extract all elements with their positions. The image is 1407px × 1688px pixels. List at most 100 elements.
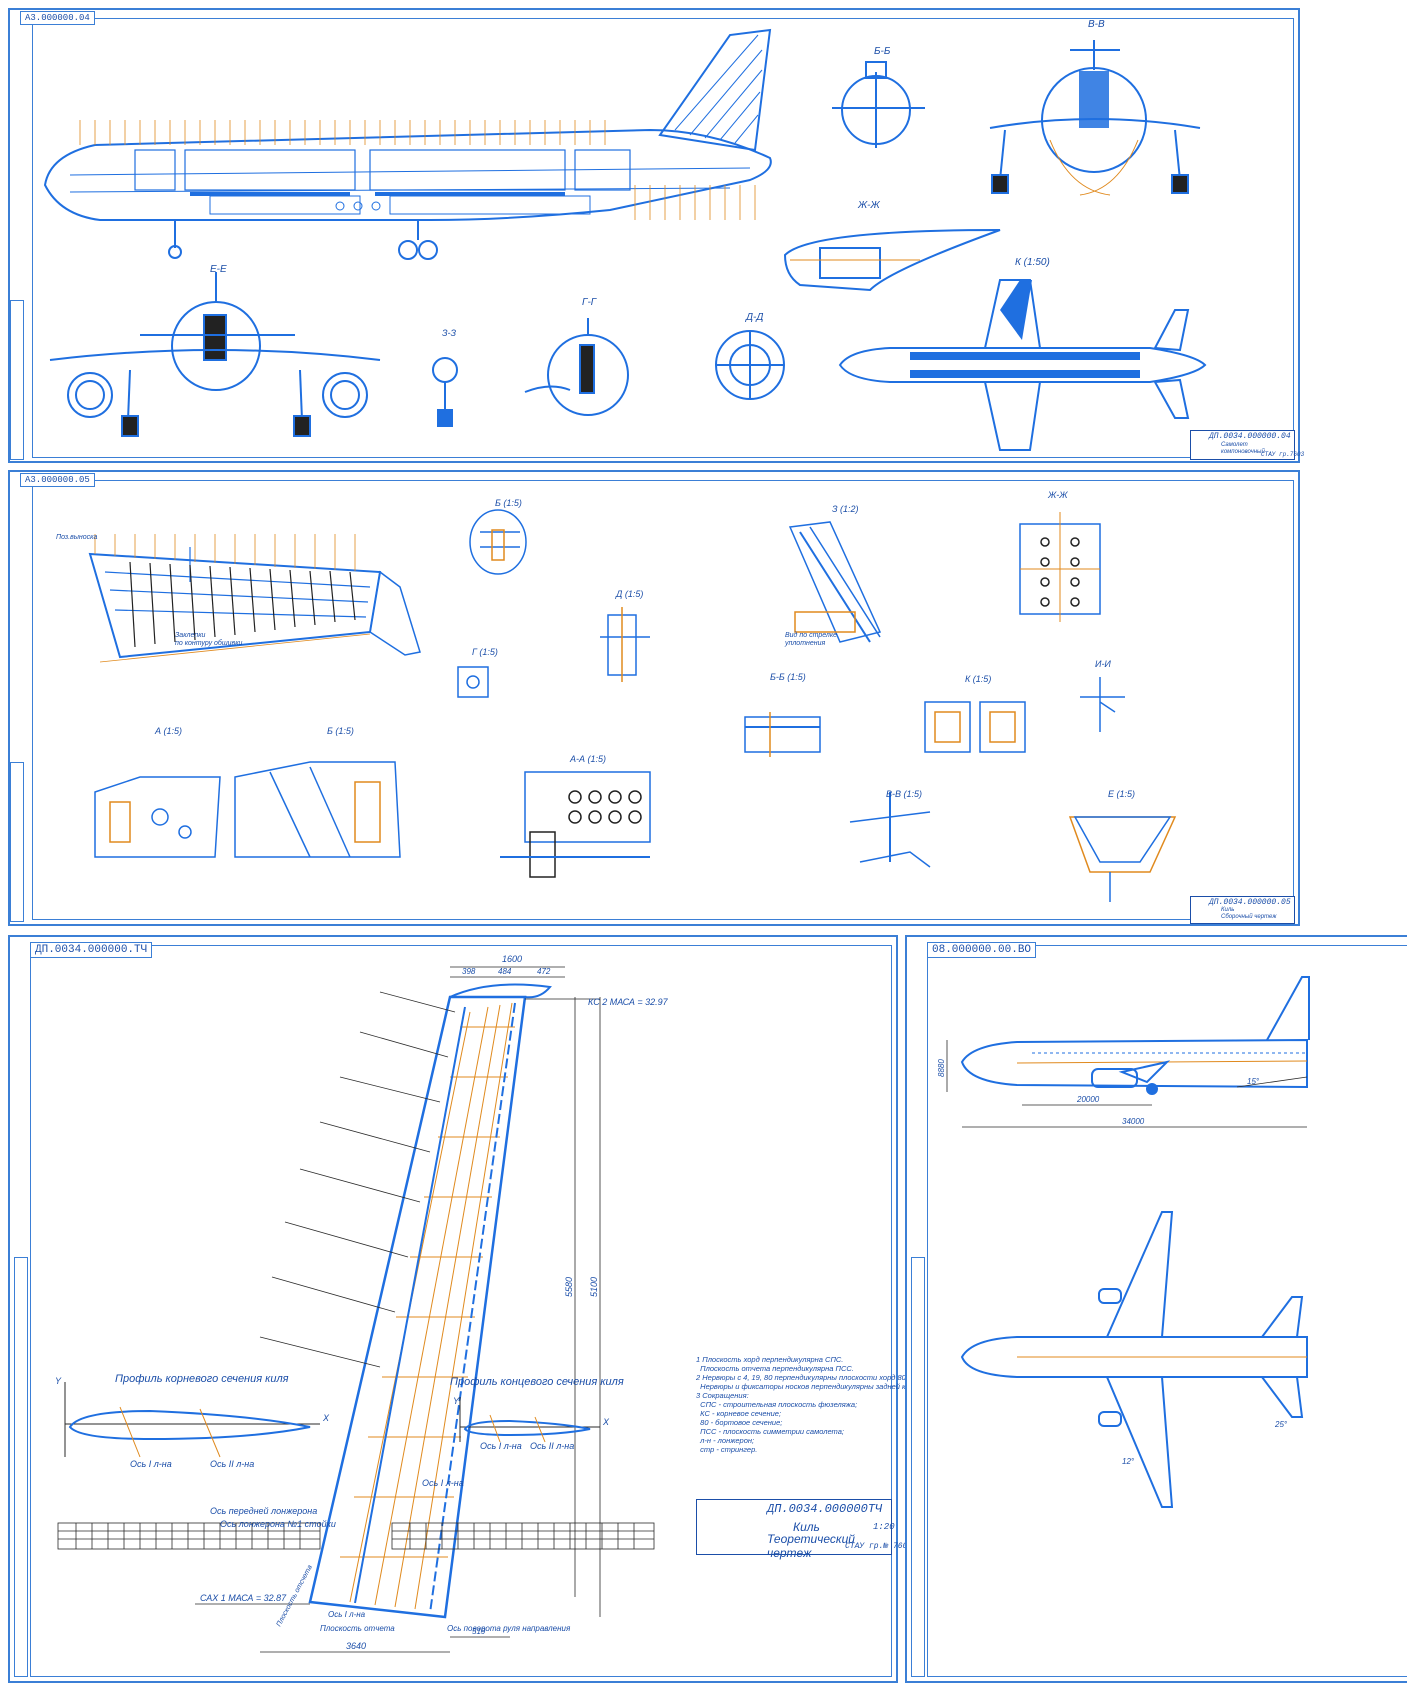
dim-height2: 5100 [589,1277,599,1297]
root-profile [64,1382,320,1458]
sheet2-title-block: ДП.0034.000000.05 Киль Сборочный чертеж [1190,896,1295,924]
coordinate-table-tip [391,1522,655,1550]
view-label: А-А (1:5) [569,754,606,764]
axis-label: Ось поворота руля направления [447,1624,571,1633]
sheet1-stamp-title: Самолет компоновочный [1221,442,1265,455]
view-label: Ж-Ж [1047,490,1068,500]
dim-height: 5580 [564,1277,574,1297]
sheet1-code-tab: A3.000000.04 [20,11,95,25]
sheet-fin-assembly: A3.000000.05 [8,470,1300,926]
profile-axis: Ось II л-на [210,1459,254,1469]
dim-bottom2: 519 [472,1627,486,1636]
dim-d3: 472 [537,967,551,976]
profile-axis: Ось II л-на [530,1441,574,1451]
tip-profile [459,1397,600,1443]
view-label: К (1:50) [1015,257,1050,268]
dim-angle: 15° [1247,1077,1260,1086]
section-z-detail [432,357,458,427]
dim-root-chord: САХ 1 МАСА = 32.87 [200,1593,287,1603]
profile-axis: Ось I л-на [480,1441,522,1451]
sheet3-stamp-title1: Киль [793,1520,820,1534]
sheet2-callout: Поз.выноска [56,534,98,541]
view-label: В-В (1:5) [886,789,922,799]
detail-a [94,776,221,858]
section-d-round [715,330,785,400]
sheet3-notes: 1 Плоскость хорд перпендикулярна СПС. Пл… [696,1355,929,1454]
sheet3-drawing: 1600 398 484 472 5580 5100 3640 519 САХ … [55,954,669,1653]
axis-y: Y [453,1396,460,1406]
view-label: Г (1:5) [472,647,498,657]
section-g-fuselage [524,318,629,416]
sheet-general-view: 08.000000.00.ВО 88 [905,935,1407,1683]
axis-y: Y [55,1376,62,1386]
sheet1-inner-frame [32,18,1294,458]
sheet2-inner-frame [32,480,1294,920]
sheet1-stamp-code: ДП.0034.000000.04 [1209,432,1291,441]
sheet2-code-tab: A3.000000.05 [20,473,95,487]
fin-assembly-structure [88,534,421,663]
view-label: Б (1:5) [495,498,522,508]
detail-b-large [234,761,401,858]
sheet4-drawing: 8880 20000 34000 15° 25° 12° [937,976,1310,1508]
view-label: Г-Г [582,297,598,308]
view-label: Б-Б (1:5) [770,672,806,682]
sheet1-title-block: ДП.0034.000000.04 Самолет компоновочный … [1190,430,1304,460]
landing-gear-side [168,220,438,260]
dim-angle: 12° [1122,1457,1135,1466]
detail-k [924,701,1026,753]
view-label: Б (1:5) [327,726,354,736]
sheet2-callout: Вид по стрелке уплотнения [785,632,838,647]
axis-label: Ось передней лонжерона [210,1506,317,1516]
detail-e [1068,816,1177,902]
section-v-front [989,40,1201,196]
sheet2-drawing: Б (1:5) З (1:2) Ж-Ж Д (1:5) Г (1:5) Б-Б … [88,490,1177,902]
sheet-fin-theoretical: ДП.0034.000000.ТЧ [8,935,929,1683]
detail-d [600,607,650,682]
dim-bottom: 3640 [346,1641,366,1651]
fuselage-seat-rows [134,149,631,191]
section-e-front [49,272,381,437]
profile-root-title: Профиль корневого сечения киля [115,1373,289,1385]
sheet3-stamp-org: СТАУ гр.№ 7603 [845,1542,913,1551]
fin-spars [354,1002,516,1614]
view-label: Е-Е [210,264,227,275]
view-k-seats [910,352,1140,378]
dim-tip-chord: КС 2 МАСА = 32.97 [588,997,669,1007]
coordinate-table-root [57,1522,321,1550]
sheet1-stamp-org: СТАУ гр.7603 [1261,451,1305,458]
aircraft-side-view [960,976,1310,1095]
detail-z [788,521,882,643]
sheet3-side-strip [14,1257,28,1677]
sheet4-code-tab: 08.000000.00.ВО [927,942,1037,958]
sheet2-stamp-title: Киль Сборочный чертеж [1221,907,1277,920]
dim-top: 1600 [502,954,522,964]
dim-height: 8880 [937,1059,946,1077]
sheet2-side-strip [10,762,24,922]
view-label: А (1:5) [154,726,182,736]
dim-base: 20000 [1076,1095,1100,1104]
sheet1-drawing: Б-Б В-В Ж-Ж Е-Е К (1:50) З-З Г-Г Д-Д [43,19,1207,451]
view-label: К (1:5) [965,674,991,684]
sheet3-code-tab: ДП.0034.000000.ТЧ [30,942,153,958]
dim-d2: 484 [498,967,512,976]
fin-rib-extension-lines [259,991,456,1368]
fin-structure [674,34,763,144]
sheet2-callout: Заклепки по контуру обшивки [175,632,243,647]
fin-dimension-lines [195,966,601,1653]
profile-tip-title: Профиль концевого сечения киля [450,1376,624,1388]
axis-x: X [322,1413,330,1423]
detail-b-top [469,509,527,575]
profile-axis: Ось I л-на [130,1459,172,1469]
cargo-hold [209,195,591,215]
view-k-plan [838,279,1207,451]
view-label: Д (1:5) [615,589,643,599]
axis-label: Плоскость отчета [320,1624,395,1633]
dim-d1: 398 [462,967,476,976]
sheet4-side-strip [911,1257,925,1677]
view-label: Е (1:5) [1108,789,1135,799]
section-b-small [832,61,925,148]
detail-zh [1019,512,1101,622]
detail-bb [744,712,821,757]
detail-aa [500,771,651,878]
sheet4-inner-frame [927,945,1407,1677]
